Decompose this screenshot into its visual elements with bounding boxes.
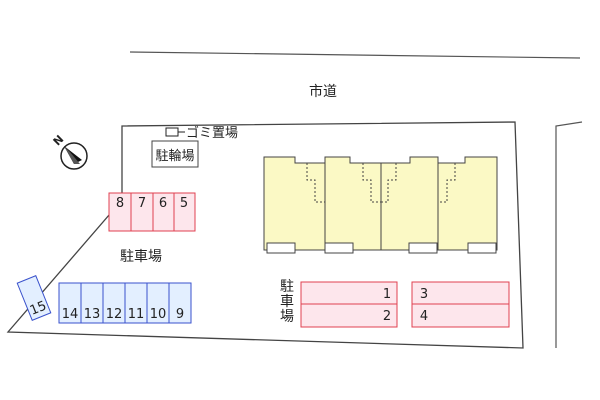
parking-space bbox=[16, 275, 52, 321]
bicycle-parking-label: 駐輪場 bbox=[155, 148, 194, 164]
north-arrow: N bbox=[51, 133, 88, 170]
parking-number: 6 bbox=[159, 196, 167, 211]
parking-number: 14 bbox=[62, 307, 79, 322]
building-unit bbox=[324, 156, 382, 251]
building-unit bbox=[263, 156, 326, 251]
parking-number: 2 bbox=[383, 309, 391, 324]
parking-space bbox=[173, 192, 196, 232]
parking-number: 8 bbox=[116, 196, 124, 211]
parking-block-b: 3 4 bbox=[411, 281, 510, 328]
road-edge-line bbox=[129, 51, 581, 59]
parking-label-char-3: 場 bbox=[280, 309, 294, 325]
parking-number: 9 bbox=[176, 307, 184, 322]
south-arrow-icon bbox=[64, 146, 80, 164]
building-unit bbox=[380, 156, 439, 251]
road-label: 市道 bbox=[309, 83, 337, 100]
building-unit bbox=[437, 156, 498, 251]
parking-label-vertical: 駐 車 場 bbox=[280, 279, 294, 325]
parking-number: 10 bbox=[150, 307, 167, 322]
parking-number: 5 bbox=[180, 196, 188, 211]
parking-angled: 15 bbox=[16, 275, 52, 321]
parking-row-bottom: 14 13 12 11 10 9 bbox=[58, 282, 192, 324]
entrance-step bbox=[324, 242, 354, 254]
entrance-step bbox=[408, 242, 438, 254]
parking-label-char-1: 駐 bbox=[280, 279, 294, 295]
parking-row-top: 8 7 6 5 bbox=[108, 192, 196, 232]
entrance-step bbox=[467, 242, 497, 254]
parking-number: 15 bbox=[28, 299, 49, 319]
parking-number: 11 bbox=[128, 307, 145, 322]
parking-block-a: 1 2 bbox=[300, 281, 398, 328]
garbage-icon bbox=[165, 127, 179, 137]
parking-space bbox=[411, 303, 510, 328]
parking-label-main: 駐車場 bbox=[120, 248, 162, 265]
parking-number: 4 bbox=[420, 309, 428, 324]
apartment-building bbox=[263, 156, 498, 254]
interior-partition bbox=[306, 163, 325, 203]
parking-space bbox=[168, 282, 192, 324]
interior-partition bbox=[381, 163, 397, 203]
interior-partition bbox=[362, 163, 381, 203]
parking-number: 12 bbox=[106, 307, 123, 322]
parking-number: 3 bbox=[420, 287, 428, 302]
interior-partition bbox=[438, 163, 456, 203]
parking-number: 13 bbox=[84, 307, 101, 322]
garbage-label: ゴミ置場 bbox=[186, 125, 238, 141]
parking-number: 7 bbox=[138, 196, 146, 211]
bicycle-parking-area bbox=[151, 140, 199, 168]
adjacent-lot-boundary bbox=[555, 121, 583, 348]
entrance-step bbox=[266, 242, 296, 254]
parking-space bbox=[300, 303, 398, 328]
parking-number: 1 bbox=[383, 287, 391, 302]
parking-label-char-2: 車 bbox=[280, 293, 294, 310]
